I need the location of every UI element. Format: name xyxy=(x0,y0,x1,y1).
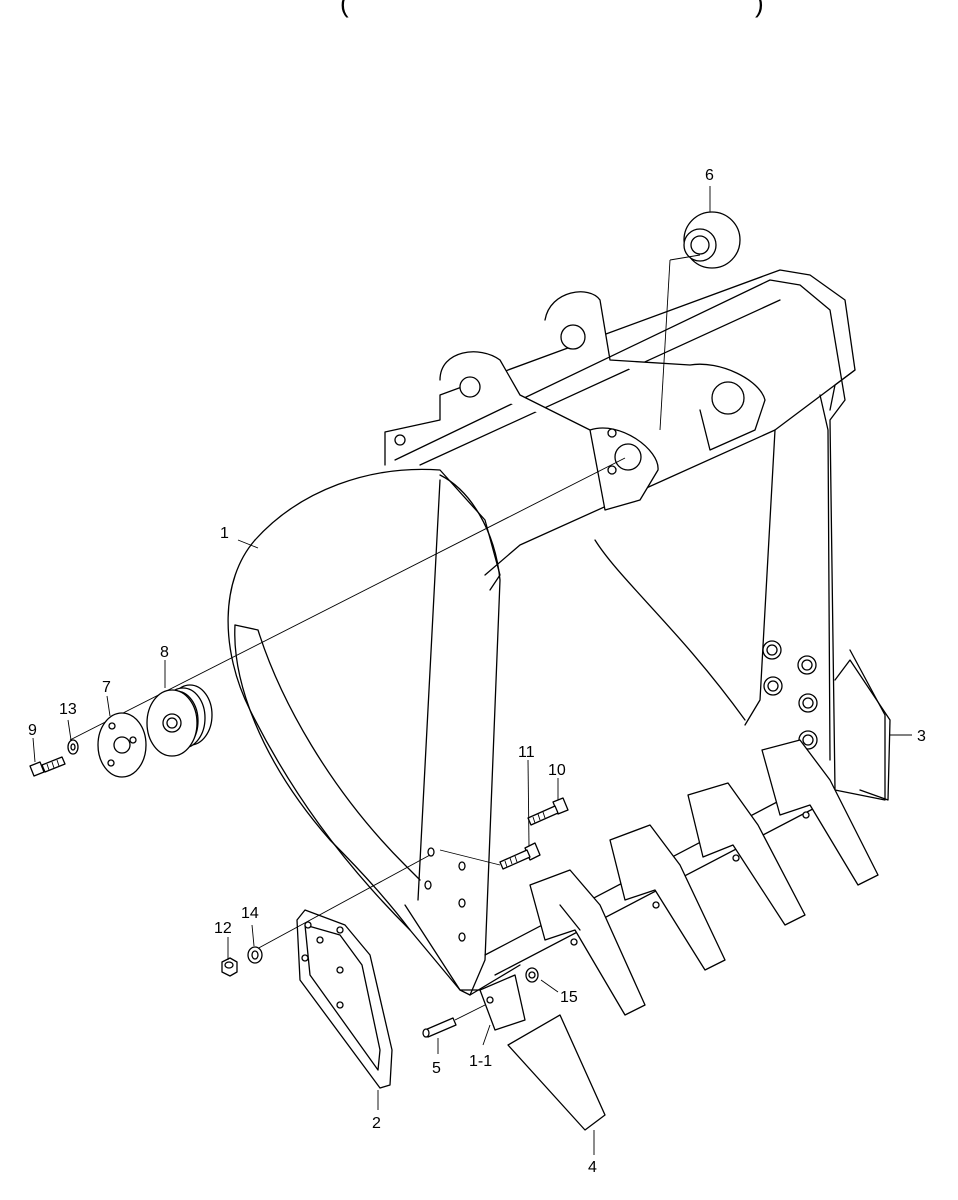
hole-icon xyxy=(607,428,617,438)
callout-13: 13 xyxy=(59,701,77,718)
callout-4: 4 xyxy=(588,1159,597,1176)
header-left-fragment: ( xyxy=(340,0,349,18)
callout-labels: 1 6 8 7 13 9 11 10 3 12 14 2 15 5 1-1 4 xyxy=(28,167,926,1176)
leader-line xyxy=(669,254,701,261)
side-plate-holes xyxy=(424,847,466,942)
callout-7: 7 xyxy=(102,679,111,696)
boss-hole-icon xyxy=(459,376,481,398)
callout-6: 6 xyxy=(705,167,714,184)
bolt-part-9 xyxy=(29,756,66,777)
callout-15: 15 xyxy=(560,989,578,1006)
washer-part-13 xyxy=(67,739,79,755)
bucket-teeth xyxy=(479,739,879,1131)
callout-leaders xyxy=(32,186,912,1155)
callout-1-1: 1-1 xyxy=(469,1053,492,1070)
spacer-part-8 xyxy=(146,684,213,757)
leader-line xyxy=(254,854,431,951)
callout-8: 8 xyxy=(160,644,169,661)
bucket-body xyxy=(227,269,891,996)
header-right-fragment: ) xyxy=(755,0,764,18)
boss-hole-icon xyxy=(560,324,586,350)
retainer-part-15 xyxy=(525,967,539,983)
callout-12: 12 xyxy=(214,920,232,937)
leader-line xyxy=(439,849,501,866)
bolt-part-10 xyxy=(527,797,569,826)
mounting-ears xyxy=(394,291,766,511)
assembly-axis-line xyxy=(69,457,626,741)
bushing-part-6 xyxy=(683,211,741,269)
bolt-part-11 xyxy=(499,842,541,870)
callout-10: 10 xyxy=(548,762,566,779)
callout-5: 5 xyxy=(432,1060,441,1077)
callout-11: 11 xyxy=(518,744,535,761)
hole-icon xyxy=(607,465,617,475)
boss-hole-icon xyxy=(614,443,642,471)
hole-icon xyxy=(394,434,406,446)
side-cutter-bolts xyxy=(762,640,818,750)
leader-line xyxy=(454,1004,486,1021)
callout-3: 3 xyxy=(917,728,926,745)
callout-9: 9 xyxy=(28,722,37,739)
boss-hole-icon xyxy=(711,381,745,415)
washer-part-14 xyxy=(247,946,263,964)
callout-2: 2 xyxy=(372,1115,381,1132)
nut-part-12 xyxy=(221,957,238,977)
callout-1: 1 xyxy=(220,525,229,542)
leader-line xyxy=(659,259,671,431)
pin-part-5 xyxy=(422,1017,457,1038)
callout-14: 14 xyxy=(241,905,259,922)
side-shroud-part-2 xyxy=(296,909,393,1089)
plate-part-7 xyxy=(97,712,147,778)
